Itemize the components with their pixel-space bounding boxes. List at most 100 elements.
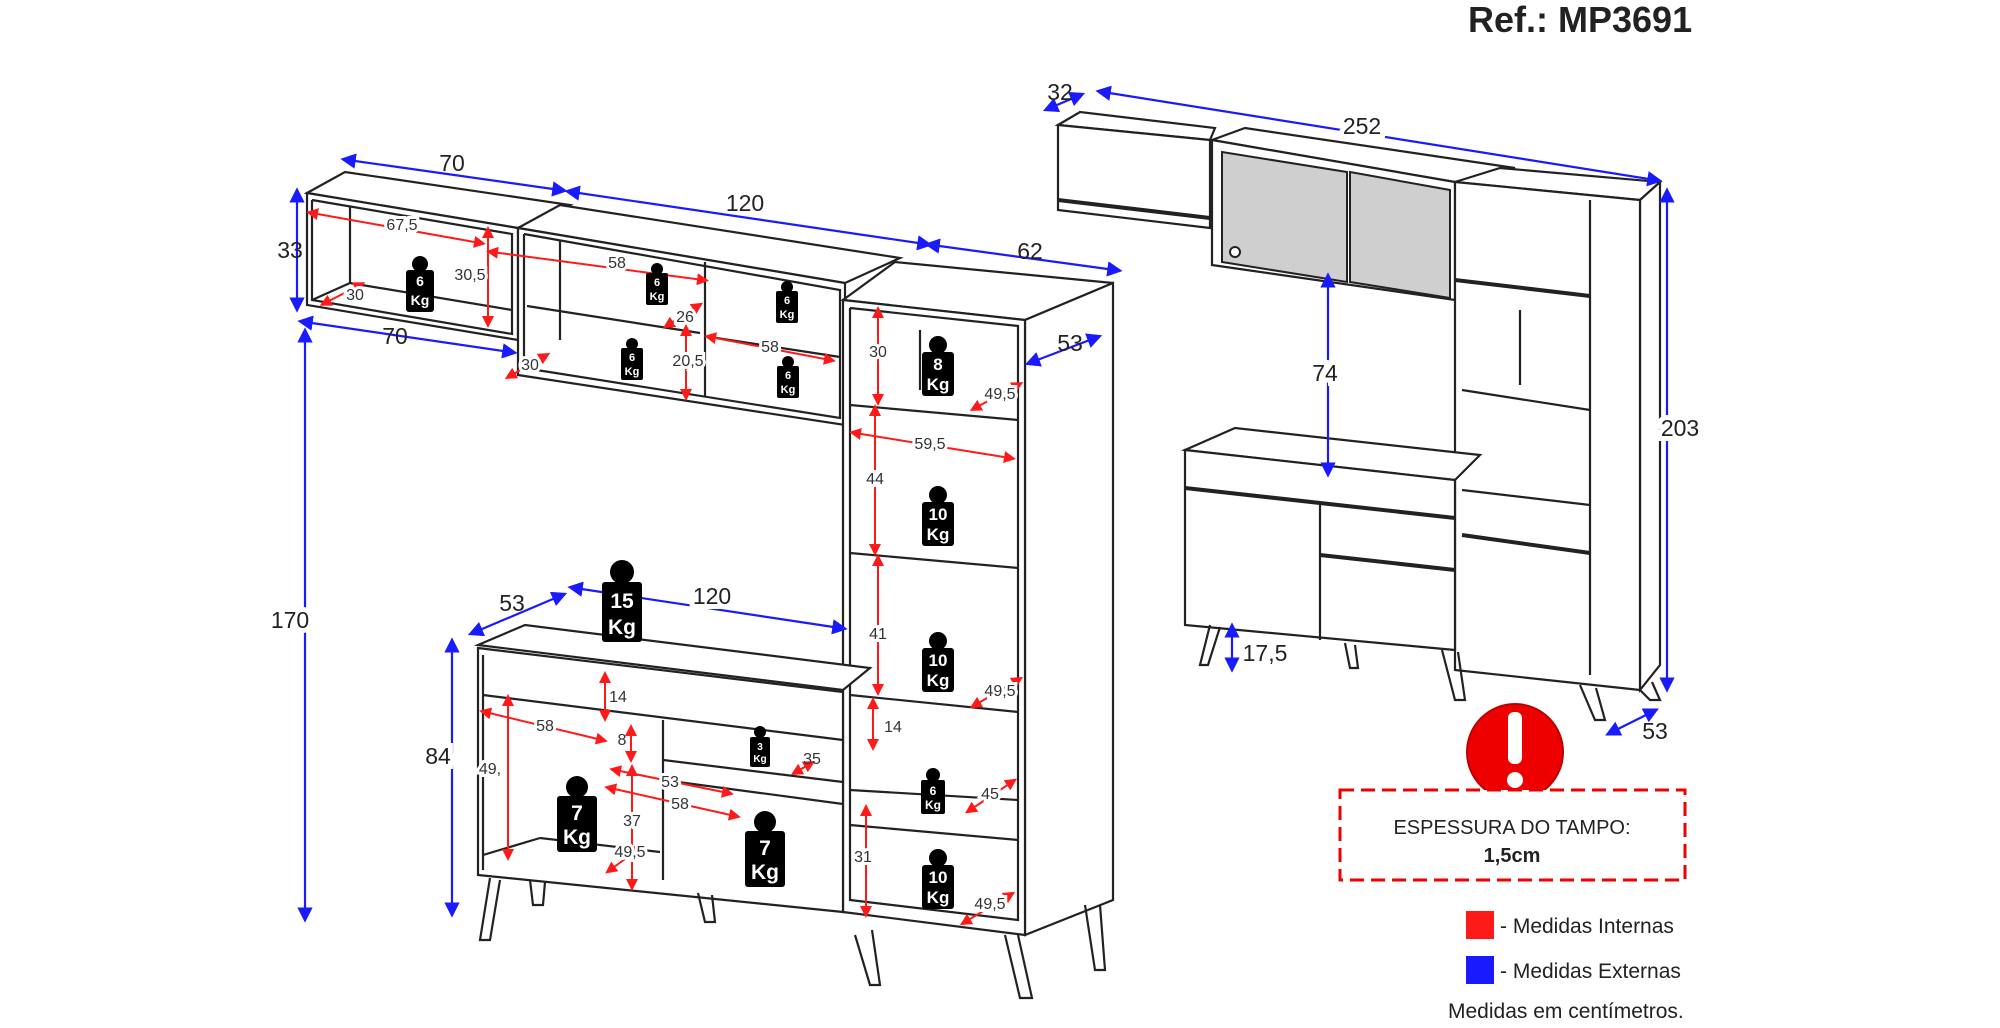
weight-icon: 6Kg [621,338,643,380]
dim-label: 58 [671,796,689,813]
dim-label: 170 [271,607,309,633]
svg-text:Kg: Kg [753,754,766,765]
weight-icon: 6Kg [646,263,668,305]
dim-label: 30,5 [454,267,485,284]
svg-text:Kg: Kg [927,525,950,544]
dim-label: 53 [1057,330,1083,356]
dim-label: 35 [803,751,821,768]
svg-text:6: 6 [629,352,635,364]
weight-icon: 6Kg [921,768,945,814]
svg-text:10: 10 [929,651,948,670]
weight-icon: 6Kg [406,256,434,312]
dim-label: 41 [869,626,887,643]
dim-label: 31 [854,849,872,866]
dim-label: 53 [1642,718,1668,744]
legend: - Medidas Internas - Medidas Externas Me… [1448,911,1684,1023]
dim-label: 53 [661,774,679,791]
dim-label: 203 [1661,415,1699,441]
svg-text:Kg: Kg [411,292,430,308]
svg-text:Kg: Kg [780,309,795,321]
warning-notice: ESPESSURA DO TAMPO: 1,5cm [1338,703,1687,882]
external-dimensions: 70 120 62 33 70 170 53 120 84 53 [266,150,1123,923]
svg-text:6: 6 [416,273,424,289]
warning-line2: 1,5cm [1484,845,1541,867]
svg-text:Kg: Kg [781,384,796,396]
dim-label: 45 [981,786,999,803]
assembled-overview: 32 252 203 74 17,5 53 [1042,79,1704,744]
reference-title: Ref.: MP3691 [1468,0,1692,40]
weight-icon: 8Kg [922,336,954,396]
svg-text:Kg: Kg [608,616,636,639]
weight-icon: 7Kg [557,776,597,852]
internal-dimensions: 67,5 30,5 30 58 26 58 30 20,5 30 49,5 59… [306,208,1024,926]
dim-label: 44 [866,471,884,488]
dim-label: 120 [693,583,731,609]
dim-label: 30 [521,357,539,374]
svg-text:6: 6 [930,784,937,798]
svg-text:8: 8 [933,355,942,374]
dim-label: 8 [618,732,627,749]
dim-label: 70 [439,150,465,176]
dim-label: 14 [609,689,627,706]
dim-label: 67,5 [386,217,417,234]
dim-label: 33 [277,237,303,263]
dim-label: 30 [869,344,887,361]
dim-label: 74 [1312,360,1338,386]
svg-text:7: 7 [759,837,771,860]
dim-label: 70 [382,323,408,349]
dim-label: 37 [623,813,641,830]
svg-text:Kg: Kg [650,291,665,303]
svg-text:Kg: Kg [563,826,591,849]
legend-external: - Medidas Externas [1500,960,1681,983]
dim-label: 49,5 [984,386,1015,403]
warning-line1: ESPESSURA DO TAMPO: [1393,817,1630,839]
dim-label: 53 [499,590,525,616]
svg-text:6: 6 [784,295,790,307]
dim-label: 62 [1017,238,1043,264]
dim-label: 58 [536,718,554,735]
weight-icon: 3Kg [750,726,770,767]
dim-label: 26 [676,309,694,326]
svg-text:6: 6 [654,277,660,289]
dim-label: 14 [884,719,902,736]
dim-label: 84 [425,743,451,769]
dim-label: 49,5 [614,844,645,861]
dim-label: 120 [726,190,764,216]
svg-text:10: 10 [929,505,948,524]
dim-label: 58 [608,255,626,272]
legend-swatch-external [1466,956,1494,984]
dim-label: 30 [346,287,364,304]
weight-icon: 7Kg [745,811,785,887]
svg-text:Kg: Kg [625,366,640,378]
svg-text:Kg: Kg [927,375,950,394]
dim-label: 17,5 [1243,640,1288,666]
legend-internal: - Medidas Internas [1500,915,1674,938]
exclamation-icon [1466,703,1564,801]
svg-text:6: 6 [785,370,791,382]
svg-text:Kg: Kg [927,671,950,690]
dim-label: 20,5 [672,353,703,370]
dim-label: 49, [479,761,501,778]
svg-text:Kg: Kg [925,798,941,812]
dim-label: 32 [1047,79,1073,105]
svg-text:10: 10 [929,868,948,887]
dim-label: 252 [1343,113,1381,139]
svg-text:Kg: Kg [751,861,779,884]
dim-label: 49,5 [984,683,1015,700]
dim-label: 58 [761,339,779,356]
weight-icon: 6Kg [776,281,798,323]
svg-text:7: 7 [571,802,583,825]
dim-label: 59,5 [914,436,945,453]
svg-text:3: 3 [757,742,763,753]
legend-swatch-internal [1466,911,1494,939]
svg-text:15: 15 [610,590,634,613]
units-note: Medidas em centímetros. [1448,1000,1684,1023]
svg-text:Kg: Kg [927,888,950,907]
weight-icon: 6Kg [777,356,799,398]
